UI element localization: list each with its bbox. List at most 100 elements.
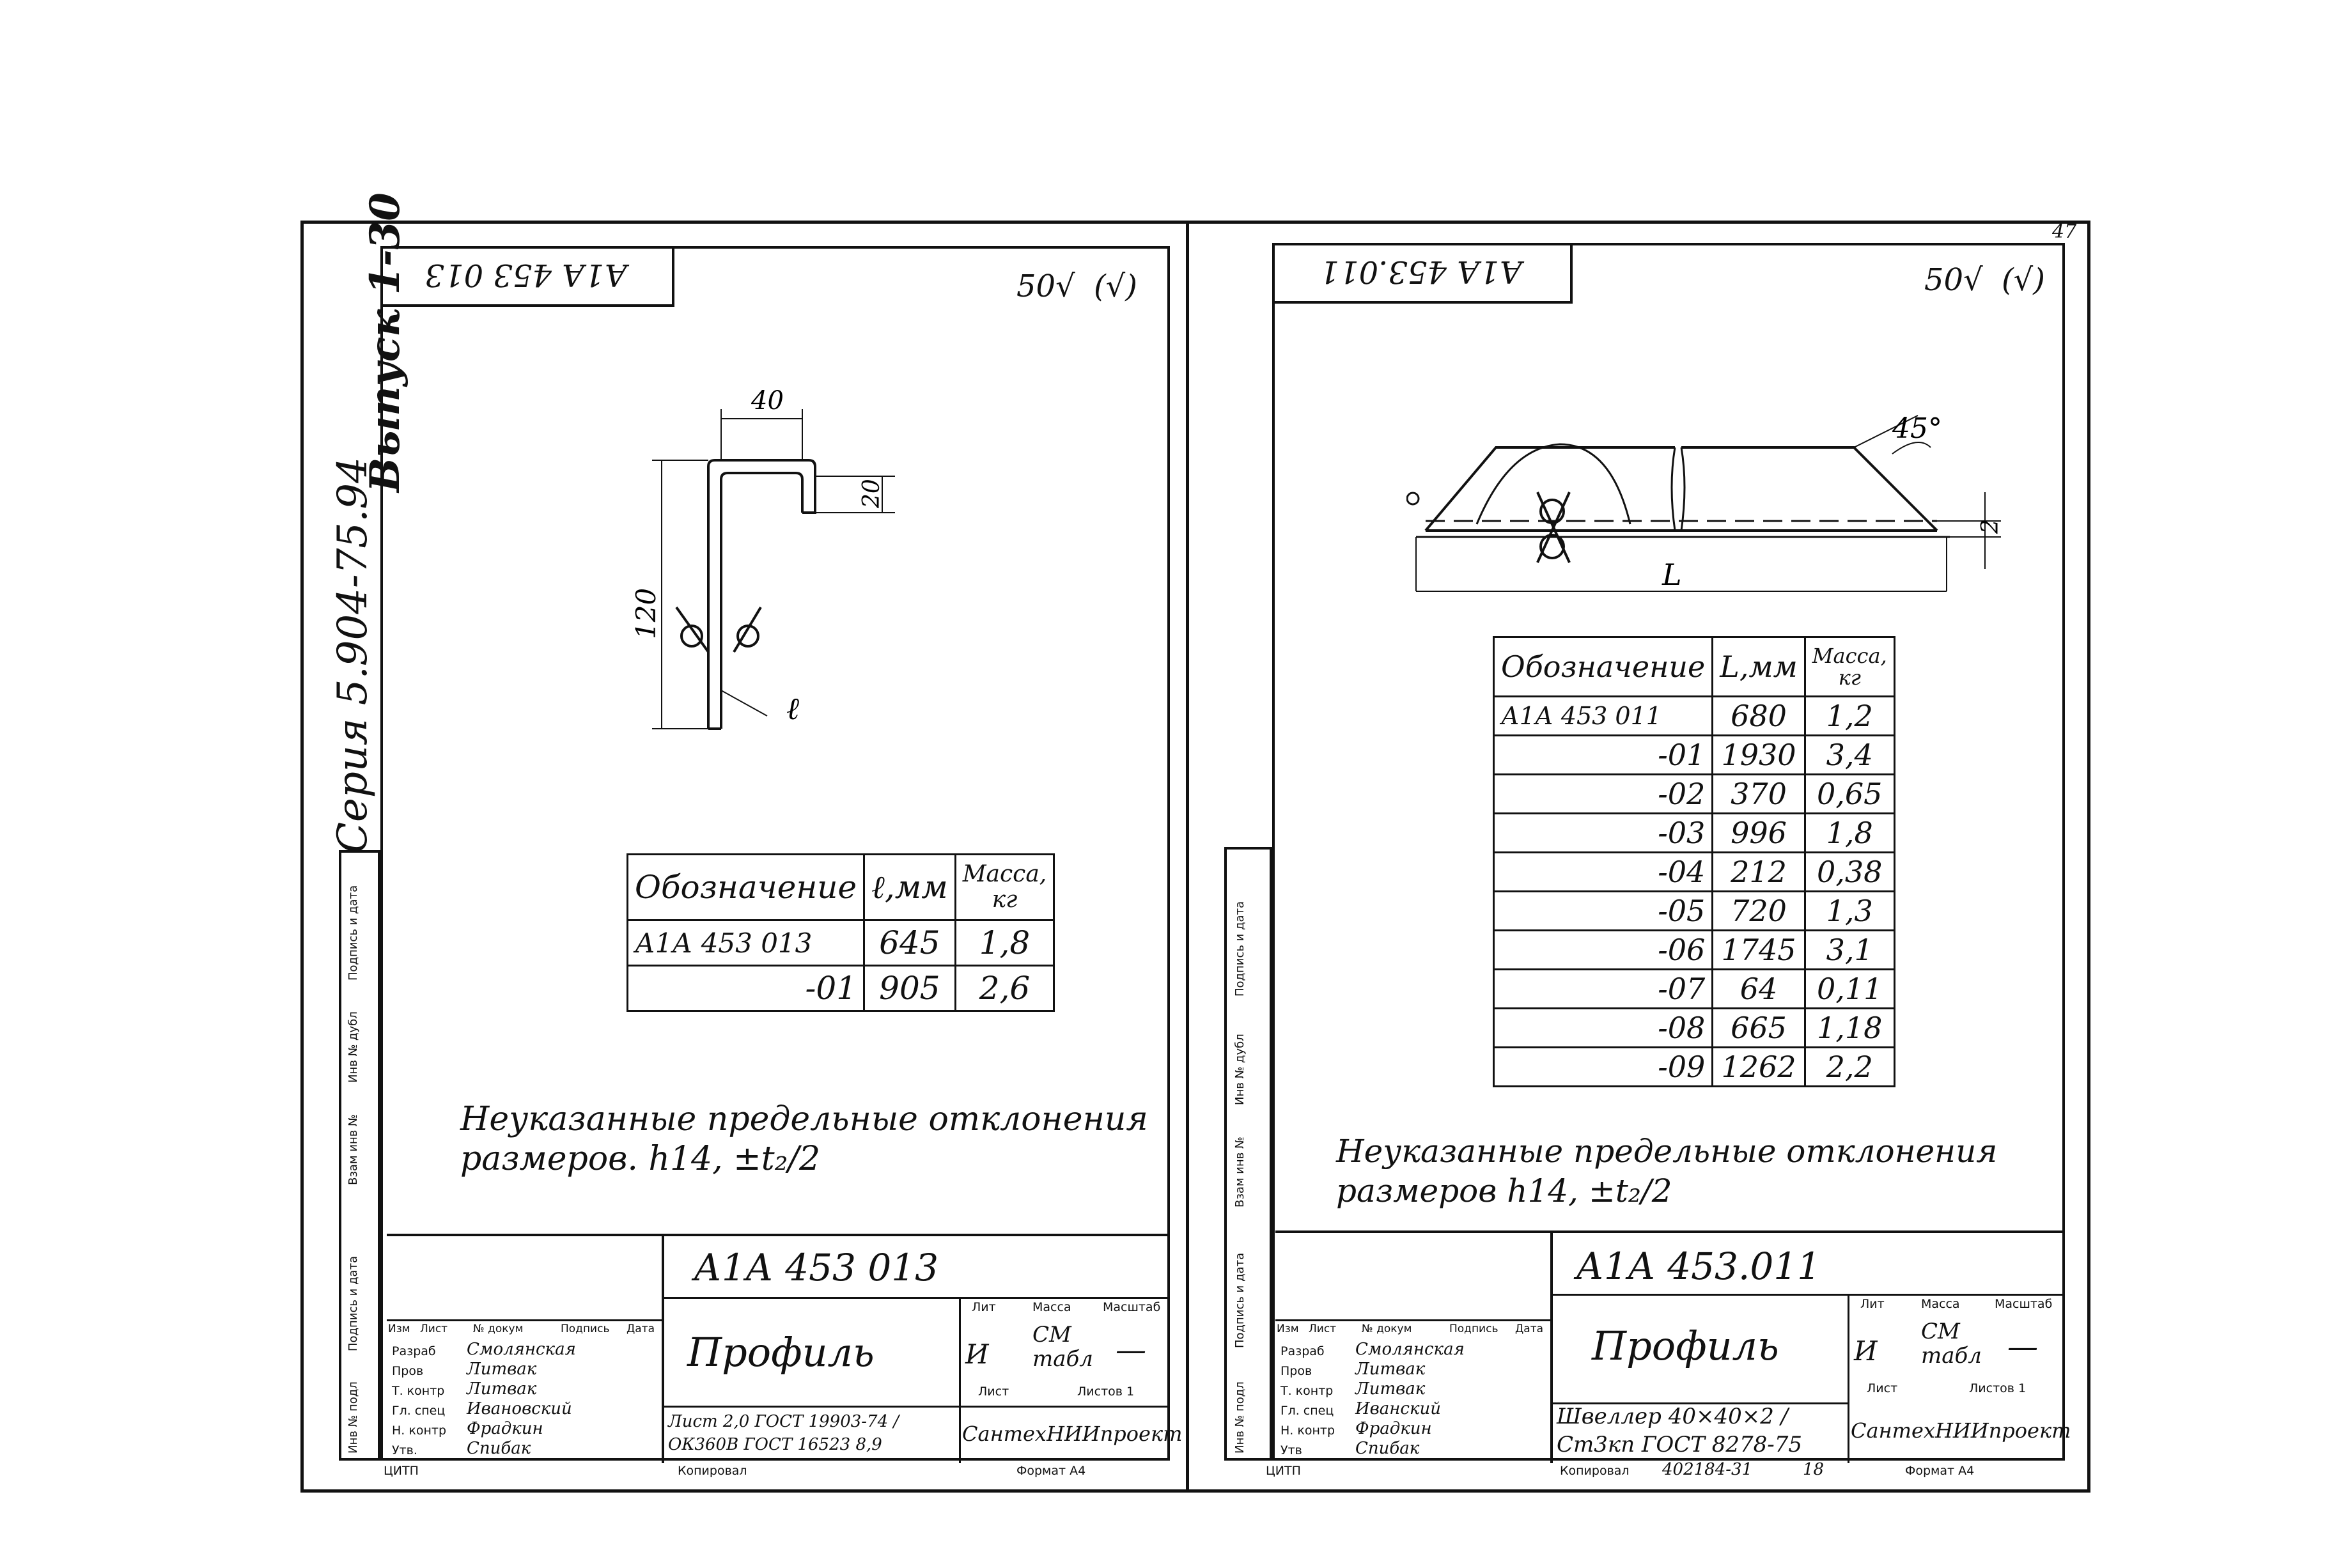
left-title-block: А1А 453 013 Профиль Лист 2,0 ГОСТ 19903-… xyxy=(387,1234,1182,1463)
cell: -01 xyxy=(1492,734,1714,775)
left-roughness: 50√ (√) xyxy=(1016,268,1137,304)
check-icon: √ xyxy=(1055,268,1075,304)
name-cell: Спибак xyxy=(1355,1439,1420,1458)
dim-L: L xyxy=(1662,557,1682,592)
stamp-cell: Инв № дубл xyxy=(1233,1034,1247,1105)
left-note-line1: Неуказанные предельные отклонения xyxy=(460,1100,1148,1138)
left-material: Лист 2,0 ГОСТ 19903-74 / ОК360В ГОСТ 165… xyxy=(668,1412,899,1454)
cell: А1А 453 011 xyxy=(1492,695,1714,736)
right-sheet-label: Лист xyxy=(1867,1381,1898,1395)
left-mass: СМ табл xyxy=(1032,1322,1093,1372)
role-cell: Пров xyxy=(392,1364,424,1378)
right-org: СантехНИИпроект xyxy=(1851,1418,2071,1443)
outer-frame xyxy=(300,221,2090,1493)
cell: 905 xyxy=(863,965,956,1012)
cell: -04 xyxy=(1492,851,1714,892)
head-col: Изм xyxy=(1277,1323,1299,1335)
cell: 1,8 xyxy=(954,919,1055,966)
right-footer-num: 402184-31 xyxy=(1662,1460,1753,1479)
right-top-designation: А1А 453.011 xyxy=(1319,254,1523,290)
dim-depth: 2 xyxy=(1977,519,2004,534)
left-side-stamp: Инв № подл Подпись и дата Взам инв № Инв… xyxy=(339,850,380,1461)
stamp-cell: Инв № дубл xyxy=(346,1011,360,1083)
left-footer-copy: Копировал xyxy=(678,1464,747,1478)
cell: 0,11 xyxy=(1803,968,1895,1009)
role-cell: Н. контр xyxy=(1280,1424,1335,1438)
stamp-cell: Подпись и дата xyxy=(346,1255,360,1351)
left-org: СантехНИИпроект xyxy=(962,1422,1183,1446)
dim-l: ℓ xyxy=(786,691,799,727)
left-title-designation: А1А 453 013 xyxy=(694,1246,939,1289)
table-row: А1А 453 013 645 1,8 xyxy=(626,919,1055,966)
name-cell: Спибак xyxy=(467,1439,531,1458)
head-col: Лист xyxy=(420,1323,448,1335)
dim-120: 120 xyxy=(630,588,662,639)
dim-40: 40 xyxy=(751,386,784,415)
point-icon xyxy=(1406,492,1420,506)
stamp-cell: Инв № подл xyxy=(346,1381,360,1454)
role-cell: Гл. спец xyxy=(1280,1404,1334,1418)
col-length: ℓ,мм xyxy=(863,853,956,921)
cell: 996 xyxy=(1711,812,1806,853)
role-cell: Утв. xyxy=(392,1443,417,1457)
stamp-cell: Инв № подл xyxy=(1233,1381,1247,1454)
right-footer-format: Формат А4 xyxy=(1905,1464,1975,1478)
col-designation: Обозначение xyxy=(1492,636,1714,697)
cell: 680 xyxy=(1711,695,1806,736)
right-title-designation: А1А 453.011 xyxy=(1576,1245,1821,1288)
left-title-name: Профиль xyxy=(687,1329,875,1376)
right-col-mass: Масса xyxy=(1921,1297,1960,1311)
stamp-cell: Взам инв № xyxy=(346,1114,360,1185)
right-roughness-bracket: (√) xyxy=(2001,262,2045,298)
right-side-stamp: Инв № подл Подпись и дата Взам инв № Инв… xyxy=(1224,847,1272,1461)
head-col: № докум xyxy=(473,1323,524,1335)
head-col: Лист xyxy=(1309,1323,1337,1335)
col-length: L,мм xyxy=(1711,636,1806,697)
profile-outline xyxy=(707,459,816,729)
cell: -06 xyxy=(1492,929,1714,970)
left-footer-citp: ЦИТП xyxy=(384,1464,419,1478)
role-cell: Т. контр xyxy=(392,1384,445,1398)
name-cell: Литвак xyxy=(1355,1379,1426,1399)
dim-angle: 45° xyxy=(1892,412,1942,445)
cell: 1262 xyxy=(1711,1046,1806,1087)
name-cell: Фрадкин xyxy=(1355,1419,1432,1438)
col-designation: Обозначение xyxy=(626,853,866,921)
stamp-cell: Подпись и дата xyxy=(1233,901,1247,997)
right-lit: И xyxy=(1854,1335,1878,1367)
cell: 0,38 xyxy=(1803,851,1895,892)
left-col-mass: Масса xyxy=(1032,1300,1071,1314)
left-sheet-label: Лист xyxy=(978,1385,1009,1399)
left-col-scale: Масштаб xyxy=(1103,1300,1161,1314)
cell: -08 xyxy=(1492,1007,1714,1048)
cell: 665 xyxy=(1711,1007,1806,1048)
left-roughness-value: 50 xyxy=(1016,268,1056,304)
head-col: Дата xyxy=(1515,1323,1544,1335)
role-cell: Гл. спец xyxy=(392,1404,446,1418)
right-channel-drawing: 45° 2 L xyxy=(1406,412,2004,592)
cell: -01 xyxy=(626,965,866,1012)
stamp-cell: Подпись и дата xyxy=(346,885,360,981)
head-col: № докум xyxy=(1362,1323,1412,1335)
table-header-row: Обозначение ℓ,мм Масса, кг xyxy=(626,853,1055,921)
series-label: Серия 5.904-75.94 xyxy=(329,457,377,853)
left-lit: И xyxy=(965,1339,989,1370)
cell: -09 xyxy=(1492,1046,1714,1087)
table-header-row: Обозначение L,мм Масса, кг xyxy=(1492,636,1895,697)
cell: 720 xyxy=(1711,890,1806,931)
right-footer-citp: ЦИТП xyxy=(1266,1464,1301,1478)
check-icon: √ xyxy=(1963,262,1983,298)
sheet-mark: 47 xyxy=(2052,221,2077,243)
role-cell: Пров xyxy=(1280,1364,1312,1378)
role-cell: Утв xyxy=(1280,1443,1302,1457)
cell: 2,6 xyxy=(954,965,1055,1012)
right-footer-copy: Копировал xyxy=(1560,1464,1630,1478)
stamp-cell: Подпись и дата xyxy=(1233,1252,1247,1348)
cell: 1,18 xyxy=(1803,1007,1895,1048)
cell: 1930 xyxy=(1711,734,1806,775)
